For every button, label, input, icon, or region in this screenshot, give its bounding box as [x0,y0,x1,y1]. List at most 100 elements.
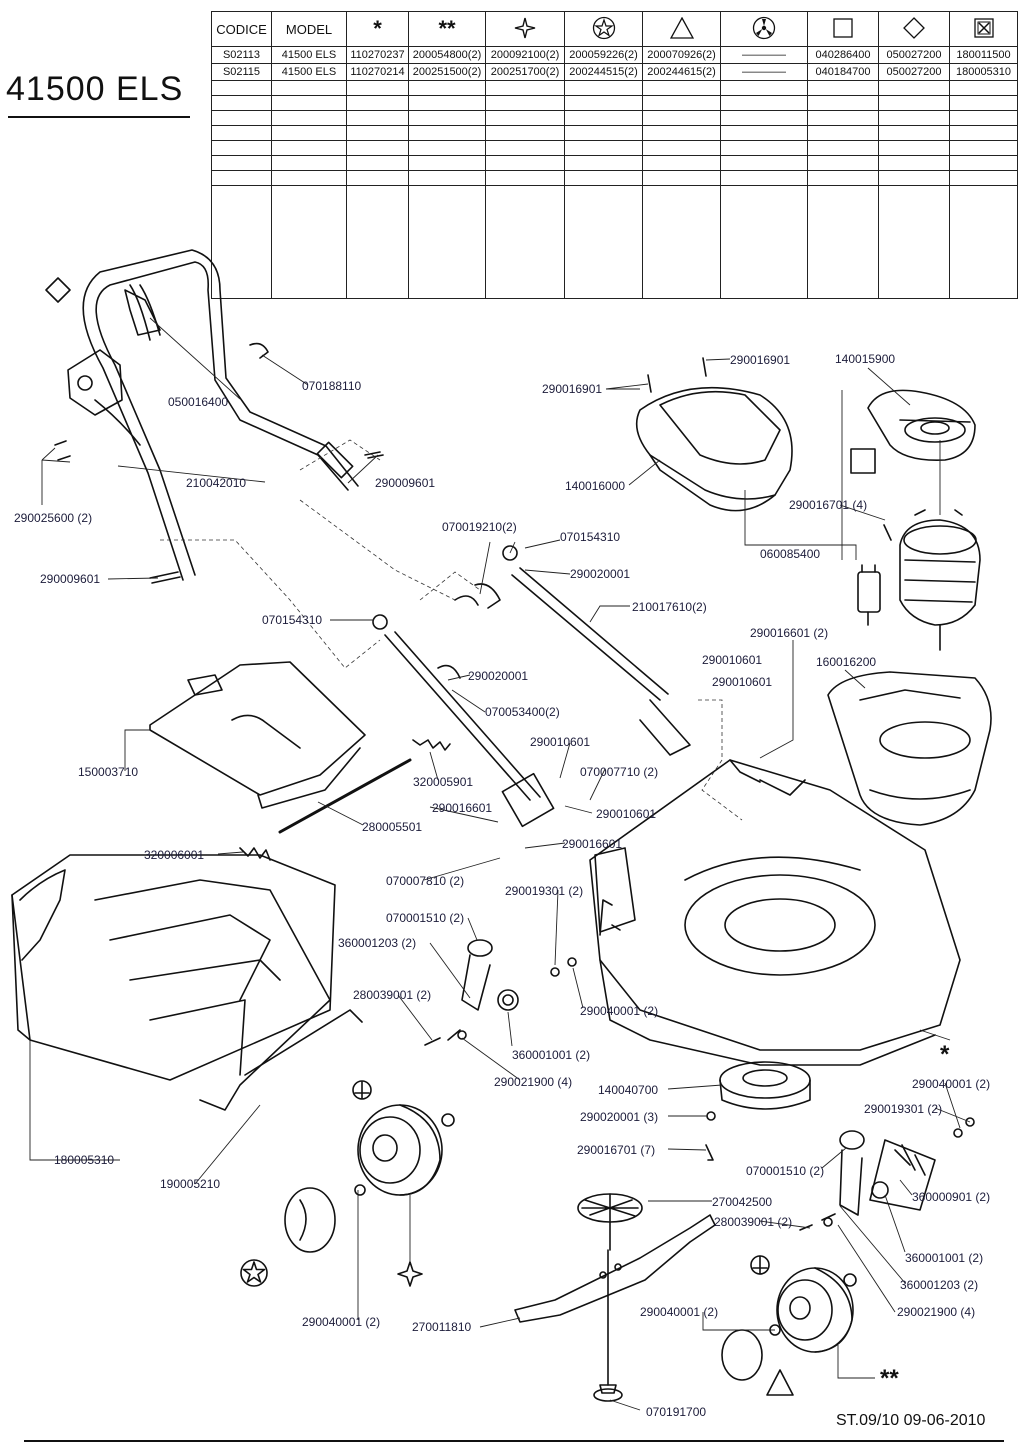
diamond-marker-icon [45,277,71,303]
part-label: 050016400 [168,395,228,409]
cell-part: 200054800(2) [408,46,486,64]
fan-circle-icon [720,11,808,47]
rear-wheel-left-drawing [352,1080,455,1196]
part-label: 180005310 [54,1153,114,1167]
part-label: 360001203 (2) [900,1278,978,1292]
part-label: 290009601 [40,572,100,586]
part-label: 290010601 [596,807,656,821]
cooling-fan-drawing [577,1193,643,1251]
part-label: 290040001 (2) [912,1077,990,1091]
part-label: 070154310 [262,613,322,627]
grass-bag-lid-drawing [149,661,366,809]
part-label: 290010601 [712,675,772,689]
mower-deck-drawing [589,759,961,1066]
part-label: 210042010 [186,476,246,490]
cutting-blade-drawing [514,1214,716,1323]
blade-adapter-drawing [705,1061,811,1161]
part-label: 290009601 [375,476,435,490]
part-label: 060085400 [760,547,820,561]
cell-part: 200244515(2) [564,63,643,81]
footer-revision: ST.09/10 09-06-2010 [836,1412,986,1429]
height-adjuster-left-drawing [424,939,577,1046]
part-label: 070053400(2) [485,705,560,719]
part-label: 070188110 [302,379,362,393]
header-double-asterisk: ** [408,11,486,47]
part-label: 270042500 [712,1195,772,1209]
part-label: 070001510 (2) [746,1164,824,1178]
part-label: 290016601 [562,837,622,851]
upper-handle-drawing [54,249,384,584]
part-label: 280039001 (2) [353,988,431,1002]
table-row-empty [211,185,1018,299]
part-label: 290010601 [702,653,762,667]
part-label: 290010601 [530,735,590,749]
header-codice: CODICE [211,11,272,47]
assembly-guide-lines [160,439,743,821]
part-label: 290016701 (4) [789,498,867,512]
part-label: 290019301 (2) [505,884,583,898]
part-label: 290021900 (4) [897,1305,975,1319]
motor-housing-drawing [827,671,992,826]
part-label: 320005901 [413,775,473,789]
table-row: S02115 41500 ELS 110270214 200251500(2) … [211,63,1018,81]
part-label: 290020001 (3) [580,1110,658,1124]
lower-handle-bars-drawing [372,545,691,828]
part-label: 210017610(2) [632,600,707,614]
part-label: 150003710 [78,765,138,779]
diamond-icon [878,11,950,47]
part-label: 270011810 [412,1320,472,1334]
table-row-empty [211,110,1018,126]
part-label: 140015900 [835,352,895,366]
motor-cover-drawing [635,357,793,512]
grass-collector-bag-drawing [11,854,363,1111]
motor-fan-cap-drawing [867,389,976,462]
page-title: 41500 ELS [6,70,184,108]
part-label: 280005501 [362,820,422,834]
part-label: 070019210(2) [442,520,517,534]
part-label: 190005210 [160,1177,220,1191]
electric-motor-drawing [857,509,981,651]
part-label: 290016601 (2) [750,626,828,640]
part-label: 320006001 [144,848,204,862]
part-label: 070007710 (2) [580,765,658,779]
part-label: 290020001 [570,567,630,581]
part-label: 290016901 [542,382,602,396]
parts-table: CODICE MODEL * ** S02113 41500 ELS 11027… [211,11,1018,299]
square-marker-icon [850,448,876,474]
diamond-star-icon [485,11,565,47]
star-wheel-cap-left-icon [240,1259,423,1287]
part-label: 290019301 (2) [864,1102,942,1116]
front-wheel-right-drawing [750,1255,857,1353]
part-label: 070191700 [646,1405,706,1419]
part-label: 290025600 (2) [14,511,92,525]
part-label: 290021900 (4) [494,1075,572,1089]
cell-part: 050027200 [878,46,950,64]
part-label: 070007810 (2) [386,874,464,888]
part-label: 290016901 [730,353,790,367]
part-label: 360001001 (2) [905,1251,983,1265]
single-asterisk-marker: * [940,1041,950,1068]
part-label: 070154310 [560,530,620,544]
cell-part: 180011500 [949,46,1018,64]
part-label: 140016000 [565,479,625,493]
title-underline [8,116,190,118]
wheel-hubcap-left-drawing [284,1187,336,1253]
blade-bolt-drawing [593,1249,623,1402]
wheel-hubcap-right-drawing [721,1329,763,1381]
part-labels: 050016400 070188110 210042010 290009601 … [14,352,990,1419]
part-label: 360000901 (2) [912,1190,990,1204]
springs-drawing [239,739,451,861]
part-label: 290020001 [468,669,528,683]
part-label: 290040001 (2) [302,1315,380,1329]
part-label: 070001510 (2) [386,911,464,925]
cell-model: 41500 ELS [271,63,347,81]
part-label: 290016701 (7) [577,1143,655,1157]
table-row-empty [211,140,1018,156]
height-adjuster-right-drawing [799,1117,975,1231]
triangle-wheel-cap-icon [766,1369,794,1396]
part-label: 290016601 [432,801,492,815]
part-label: 280039001 (2) [714,1215,792,1229]
cell-part: ———— [720,63,808,81]
part-label: 360001203 (2) [338,936,416,950]
